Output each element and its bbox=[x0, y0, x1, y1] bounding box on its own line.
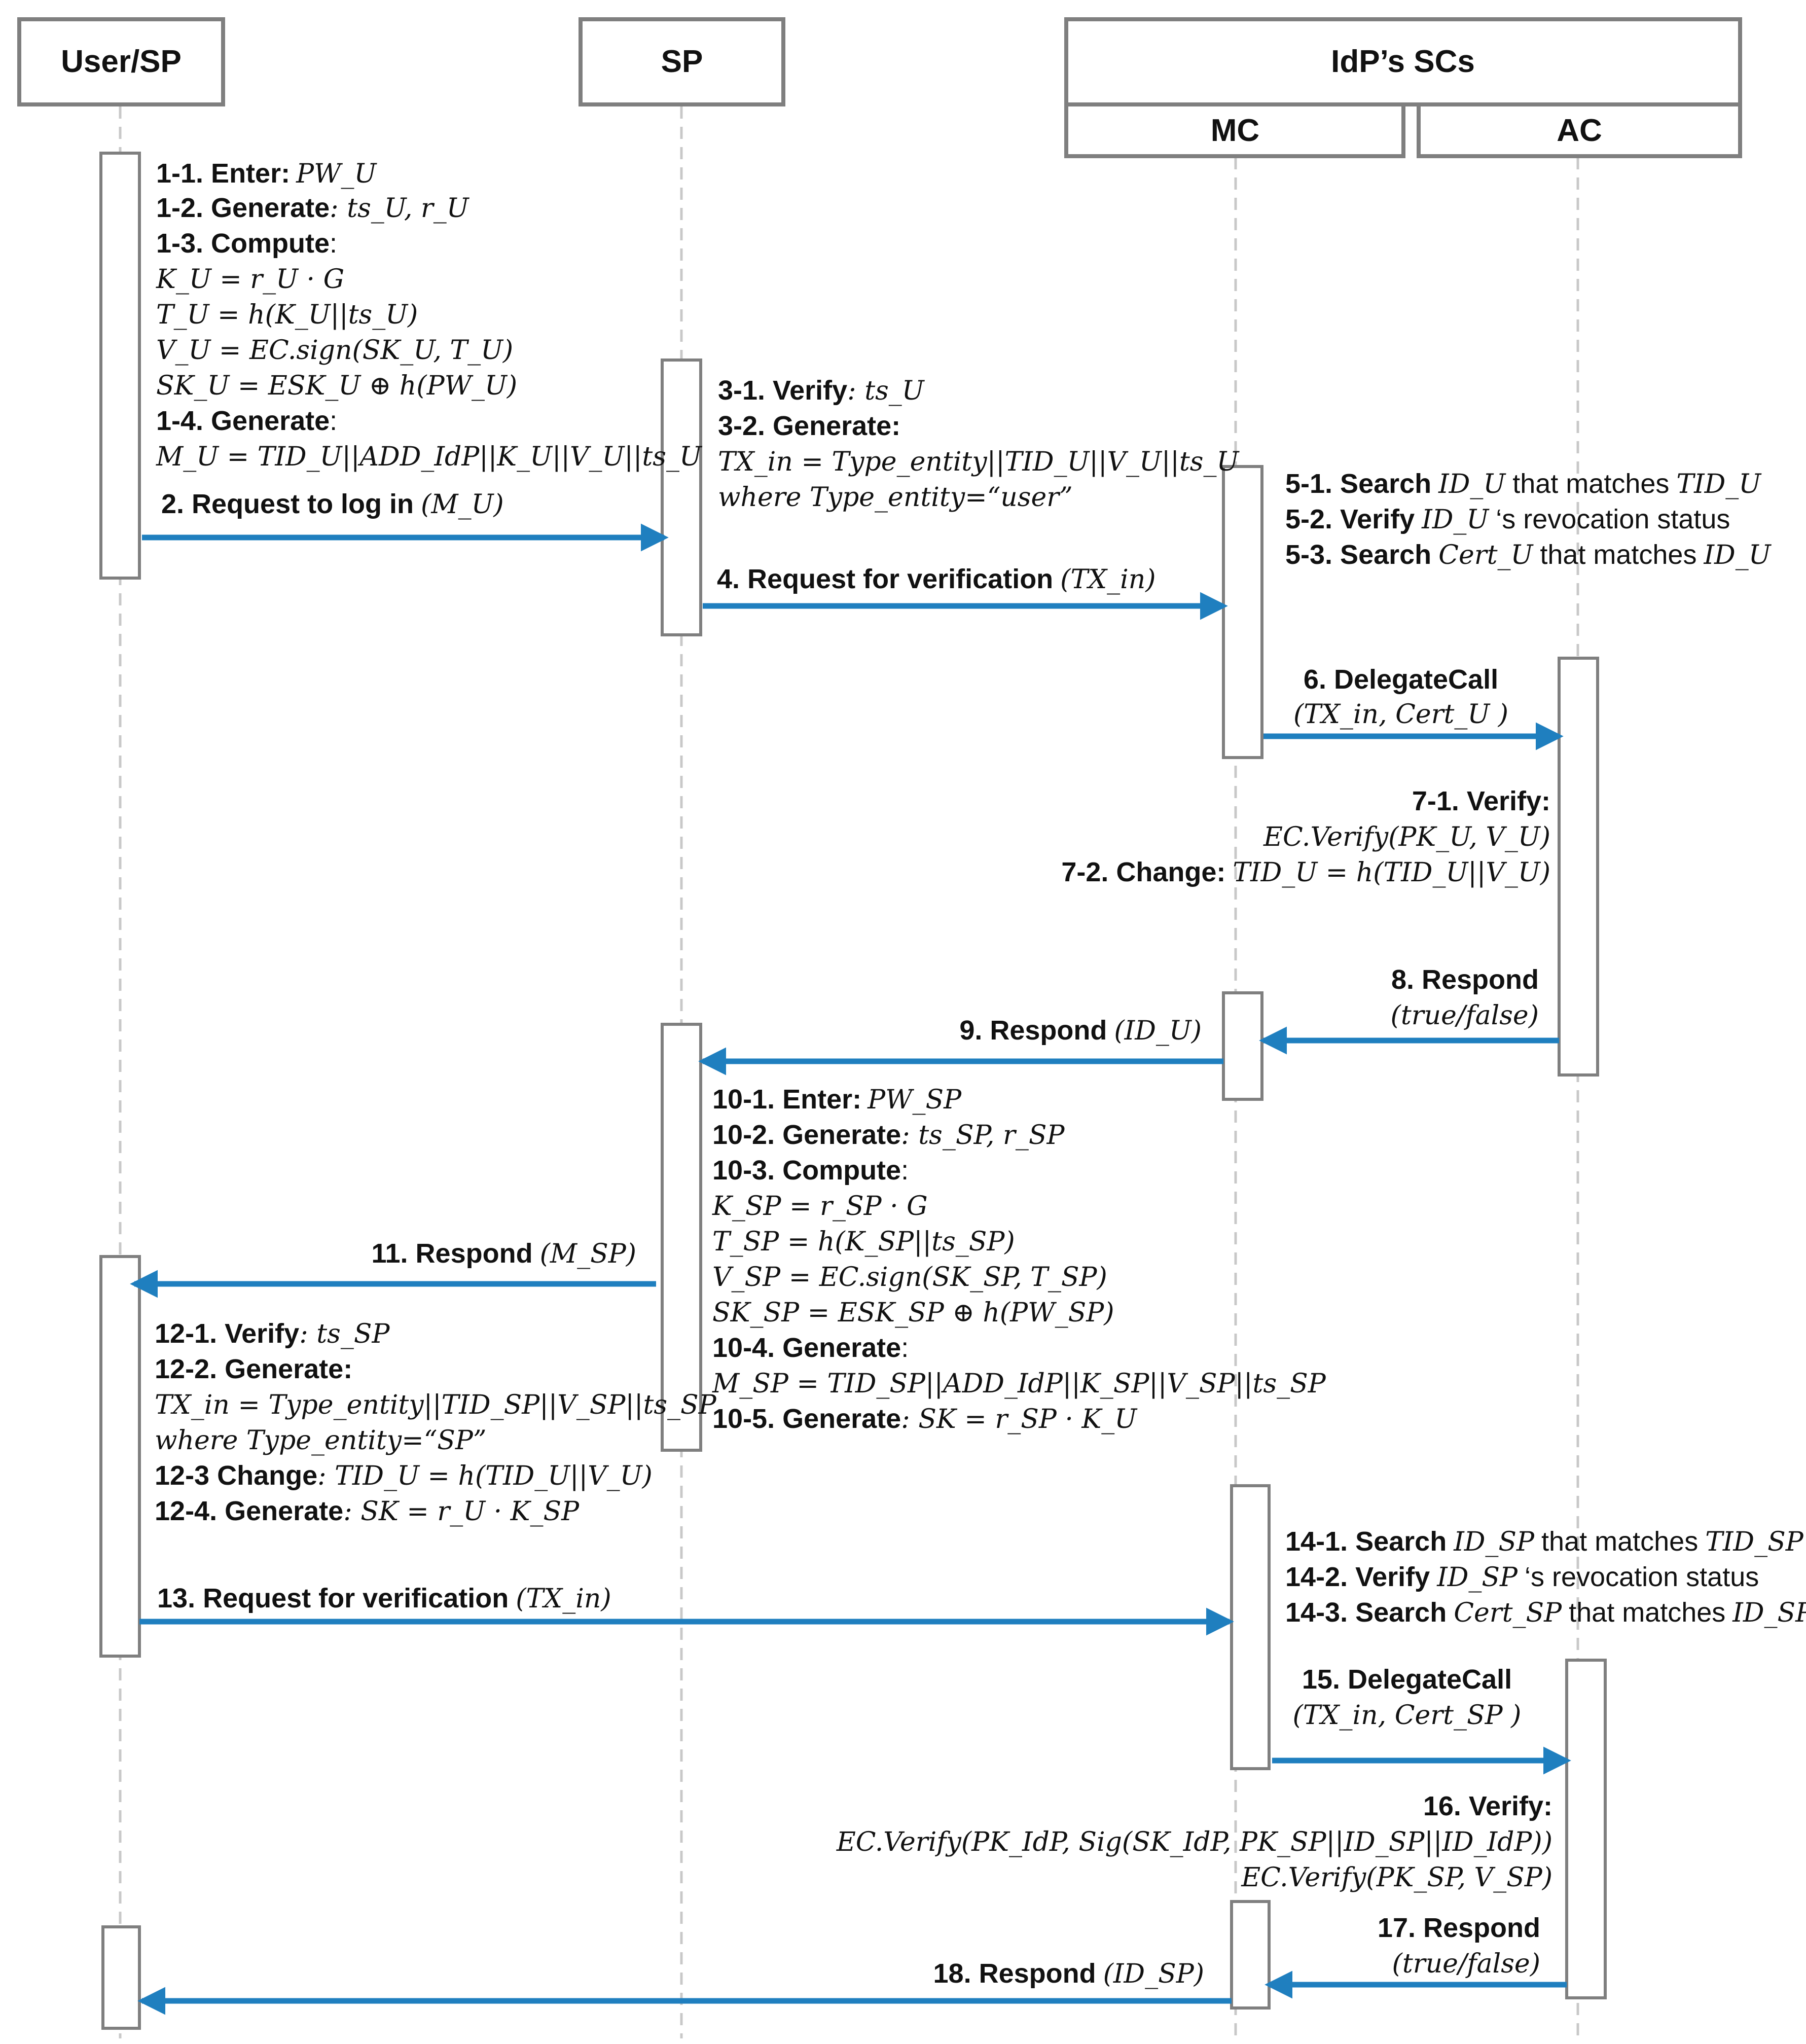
svg-text:1-4. Generate:: 1-4. Generate: bbox=[156, 406, 337, 436]
msg-8-label: 8. Respond bbox=[1391, 964, 1539, 995]
header-user-label: User/SP bbox=[61, 44, 182, 79]
activation-user-2 bbox=[99, 1255, 141, 1658]
activation-mc-1 bbox=[1222, 465, 1263, 759]
svg-text:M_SP = TID_SP||ADD_IdP||K_SP||: M_SP = TID_SP||ADD_IdP||K_SP||V_SP||ts_S… bbox=[712, 1369, 1326, 1399]
svg-text:1-1. Enter:PW_U: 1-1. Enter:PW_U bbox=[156, 158, 378, 189]
msg-9: 9. Respond(ID_U) bbox=[959, 1015, 1202, 1046]
step-3-block: 3-1. Verify: ts_U 3-2. Generate: TX_in =… bbox=[718, 375, 1240, 513]
msg-6-arg: (TX_in, Cert_U ) bbox=[1293, 699, 1508, 730]
svg-text:7-1. Verify:: 7-1. Verify: bbox=[1412, 786, 1550, 816]
svg-text:EC.Verify(PK_SP, V_SP): EC.Verify(PK_SP, V_SP) bbox=[1241, 1862, 1552, 1893]
activation-ac-2 bbox=[1565, 1659, 1607, 1999]
step-10-block: 10-1. Enter:PW_SP 10-2. Generate: ts_SP,… bbox=[712, 1084, 1326, 1435]
svg-text:V_SP = EC.sign(SK_SP, T_SP): V_SP = EC.sign(SK_SP, T_SP) bbox=[712, 1262, 1107, 1293]
activation-mc-3 bbox=[1230, 1484, 1271, 1770]
svg-text:10-4. Generate:: 10-4. Generate: bbox=[712, 1333, 909, 1363]
msg-15-arg: (TX_in, Cert_SP ) bbox=[1293, 1700, 1522, 1731]
msg-4: 4. Request for verification(TX_in) bbox=[717, 564, 1156, 595]
svg-text:where Type_entity=“SP”: where Type_entity=“SP” bbox=[155, 1425, 486, 1456]
svg-text:TX_in = Type_entity||TID_U||V_: TX_in = Type_entity||TID_U||V_U||ts_U bbox=[718, 447, 1240, 477]
msg-17-label: 17. Respond bbox=[1378, 1913, 1540, 1943]
header-sp: SP bbox=[579, 17, 785, 106]
svg-text:12-3 Change: TID_U = h(TID_U||: 12-3 Change: TID_U = h(TID_U||V_U) bbox=[155, 1460, 653, 1491]
msg-17-arg: (true/false) bbox=[1392, 1949, 1540, 1979]
svg-text:1-2. Generate: ts_U, r_U: 1-2. Generate: ts_U, r_U bbox=[156, 193, 470, 224]
step-7-block: 7-1. Verify: EC.Verify(PK_U, V_U) 7-2. C… bbox=[1061, 786, 1550, 888]
msg-8-arg: (true/false) bbox=[1391, 1000, 1539, 1031]
step-1-block: 1-1. Enter:PW_U 1-2. Generate: ts_U, r_U… bbox=[156, 158, 703, 472]
header-idp: IdP’s SCs bbox=[1064, 17, 1742, 106]
header-idp-label: IdP’s SCs bbox=[1331, 44, 1475, 79]
svg-text:SK_U = ESK_U ⊕ h(PW_U): SK_U = ESK_U ⊕ h(PW_U) bbox=[156, 371, 517, 401]
svg-text:K_SP = r_SP · G: K_SP = r_SP · G bbox=[712, 1191, 928, 1222]
svg-text:7-2. Change:TID_U = h(TID_U||V: 7-2. Change:TID_U = h(TID_U||V_U) bbox=[1061, 857, 1550, 888]
step-12-block: 12-1. Verify: ts_SP 12-2. Generate: TX_i… bbox=[155, 1318, 717, 1527]
svg-text:12-2. Generate:: 12-2. Generate: bbox=[155, 1354, 352, 1384]
activation-user-3 bbox=[101, 1925, 141, 2030]
svg-text:16. Verify:: 16. Verify: bbox=[1423, 1791, 1552, 1821]
msg-11: 11. Respond(M_SP) bbox=[371, 1238, 636, 1269]
activation-ac-1 bbox=[1558, 657, 1599, 1077]
activation-user-1 bbox=[99, 152, 141, 580]
svg-text:K_U = r_U · G: K_U = r_U · G bbox=[156, 264, 344, 295]
svg-text:3-2. Generate:: 3-2. Generate: bbox=[718, 411, 900, 441]
header-mc-label: MC bbox=[1211, 113, 1259, 148]
header-ac: AC bbox=[1417, 102, 1742, 158]
svg-text:1-3. Compute:: 1-3. Compute: bbox=[156, 228, 337, 259]
activation-sp-2 bbox=[661, 1023, 702, 1452]
svg-text:10-1. Enter:PW_SP: 10-1. Enter:PW_SP bbox=[712, 1084, 962, 1115]
svg-text:where Type_entity=“user”: where Type_entity=“user” bbox=[718, 482, 1073, 513]
svg-text:TX_in = Type_entity||TID_SP||V: TX_in = Type_entity||TID_SP||V_SP||ts_SP bbox=[155, 1390, 717, 1420]
svg-text:10-2. Generate: ts_SP, r_SP: 10-2. Generate: ts_SP, r_SP bbox=[712, 1120, 1065, 1151]
svg-text:M_U = TID_U||ADD_IdP||K_U||V_U: M_U = TID_U||ADD_IdP||K_U||V_U||ts_U bbox=[156, 442, 703, 472]
msg-13: 13. Request for verification(TX_in) bbox=[157, 1583, 611, 1614]
svg-text:10-5. Generate: SK = r_SP · K_: 10-5. Generate: SK = r_SP · K_U bbox=[712, 1404, 1138, 1435]
svg-text:10-3. Compute:: 10-3. Compute: bbox=[712, 1155, 909, 1186]
header-user: User/SP bbox=[17, 17, 225, 106]
header-mc: MC bbox=[1064, 102, 1405, 158]
step-16-block: 16. Verify: EC.Verify(PK_IdP, Sig(SK_IdP… bbox=[836, 1791, 1552, 1893]
svg-text:SK_SP = ESK_SP ⊕ h(PW_SP): SK_SP = ESK_SP ⊕ h(PW_SP) bbox=[712, 1298, 1114, 1328]
activation-mc-2 bbox=[1222, 991, 1263, 1101]
msg-6-label: 6. DelegateCall bbox=[1304, 664, 1498, 695]
svg-text:12-1. Verify: ts_SP: 12-1. Verify: ts_SP bbox=[155, 1318, 390, 1349]
header-sp-label: SP bbox=[661, 44, 703, 79]
svg-text:EC.Verify(PK_U, V_U): EC.Verify(PK_U, V_U) bbox=[1263, 822, 1550, 852]
msg-18: 18. Respond(ID_SP) bbox=[933, 1958, 1205, 1989]
msg-2: 2. Request to log in(M_U) bbox=[161, 489, 504, 520]
activation-sp-1 bbox=[661, 358, 702, 636]
header-ac-label: AC bbox=[1557, 113, 1602, 148]
svg-text:3-1. Verify: ts_U: 3-1. Verify: ts_U bbox=[718, 375, 925, 406]
activation-mc-4 bbox=[1230, 1900, 1271, 2010]
svg-text:T_U = h(K_U||ts_U): T_U = h(K_U||ts_U) bbox=[156, 300, 418, 330]
msg-15-label: 15. DelegateCall bbox=[1302, 1664, 1512, 1695]
svg-text:T_SP = h(K_SP||ts_SP): T_SP = h(K_SP||ts_SP) bbox=[712, 1227, 1015, 1257]
svg-text:EC.Verify(PK_IdP, Sig(SK_IdP,: EC.Verify(PK_IdP, Sig(SK_IdP, PK_SP||ID_… bbox=[836, 1827, 1552, 1857]
svg-text:12-4. Generate: SK = r_U · K_S: 12-4. Generate: SK = r_U · K_SP bbox=[155, 1496, 580, 1527]
svg-text:V_U = EC.sign(SK_U, T_U): V_U = EC.sign(SK_U, T_U) bbox=[156, 335, 513, 366]
